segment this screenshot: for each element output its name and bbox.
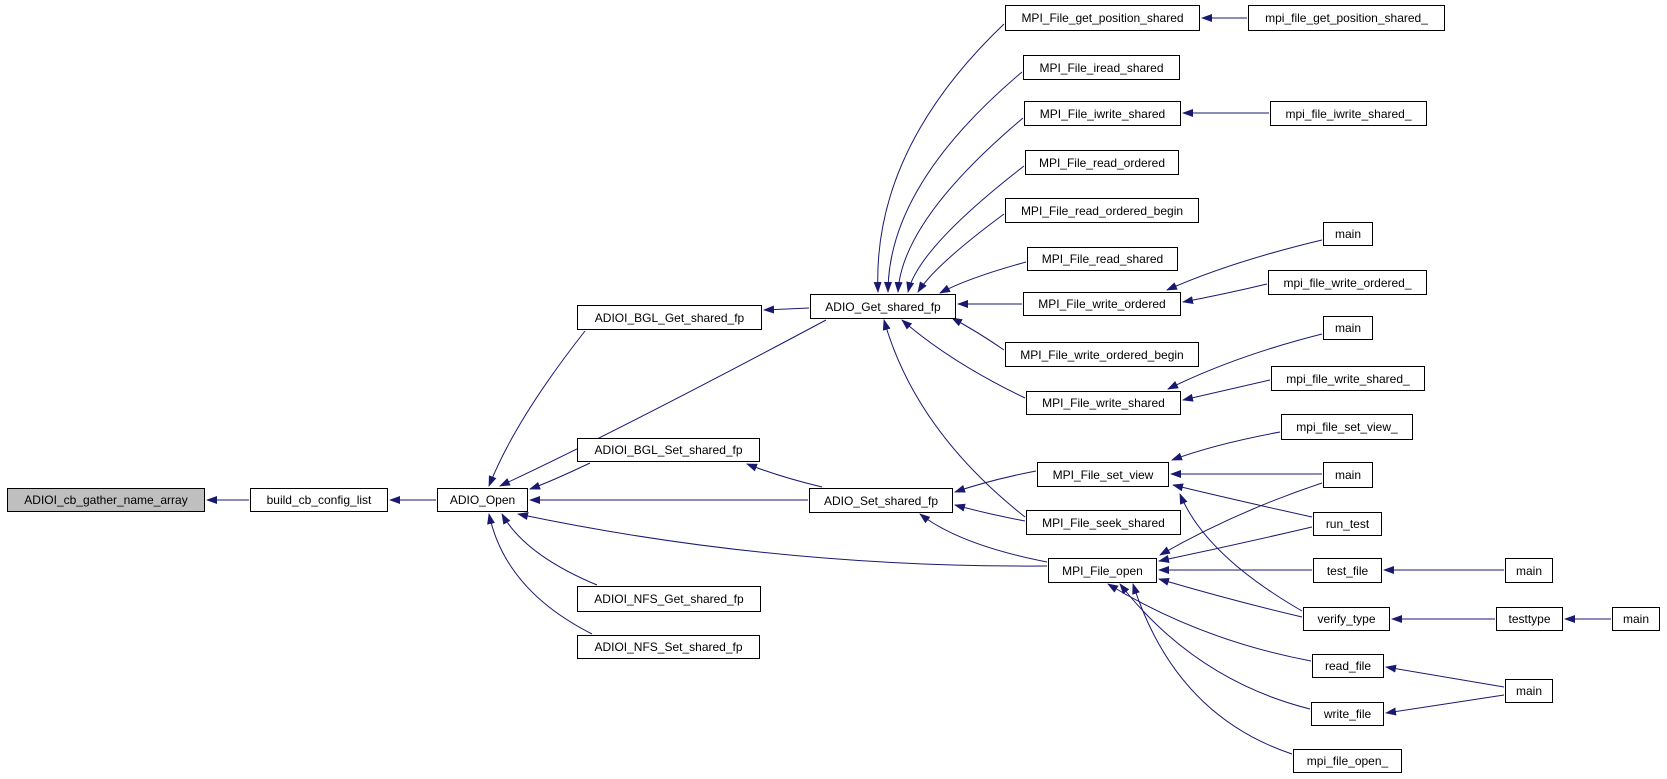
node-main[interactable]: main	[1612, 607, 1660, 631]
call-edge-n7-n3	[487, 513, 593, 635]
call-edge-n37-n38	[1385, 694, 1505, 716]
call-edge-n4-n3	[488, 330, 586, 487]
node-adioi-bgl-get-shared-fp[interactable]: ADIOI_BGL_Get_shared_fp	[577, 305, 762, 330]
node-adioi-bgl-set-shared-fp[interactable]: ADIOI_BGL_Set_shared_fp	[577, 438, 760, 462]
call-edge-n9-n5	[746, 463, 823, 488]
call-edge-n8-n3	[499, 319, 827, 487]
node-adioi-nfs-get-shared-fp[interactable]: ADIOI_NFS_Get_shared_fp	[577, 586, 761, 612]
call-edge-n33-n30	[1158, 578, 1303, 618]
call-edge-n23-n24	[1182, 379, 1271, 402]
node-testtype[interactable]: testtype	[1496, 607, 1563, 631]
call-edge-n17-n20	[1166, 239, 1323, 291]
node-mpi-file-open[interactable]: MPI_File_open	[1048, 558, 1157, 583]
call-edge-n19-n20	[1182, 283, 1268, 305]
node-mpi-file-iwrite-shared[interactable]: mpi_file_iwrite_shared_	[1270, 101, 1427, 126]
node-write-file[interactable]: write_file	[1311, 702, 1384, 726]
call-edge-n28-n8	[882, 319, 1026, 518]
node-adioi-nfs-set-shared-fp[interactable]: ADIOI_NFS_Set_shared_fp	[577, 635, 760, 659]
node-mpi-file-write-ordered[interactable]: MPI_File_write_ordered	[1023, 292, 1181, 316]
call-edge-n12-n8	[884, 71, 1023, 293]
node-adio-set-shared-fp[interactable]: ADIO_Set_shared_fp	[809, 488, 953, 513]
call-edge-n5-n3	[529, 462, 591, 490]
call-edge-n30-n9	[919, 513, 1048, 563]
call-edge-n39-n30	[1132, 583, 1293, 755]
node-mpi-file-write-shared[interactable]: mpi_file_write_shared_	[1271, 366, 1425, 391]
node-mpi-file-open[interactable]: mpi_file_open_	[1293, 749, 1402, 773]
call-edge-n26-n9	[954, 470, 1037, 493]
node-mpi-file-iread-shared[interactable]: MPI_File_iread_shared	[1023, 55, 1180, 80]
call-edge-n24-n8	[901, 319, 1026, 399]
node-mpi-file-read-ordered[interactable]: MPI_File_read_ordered	[1025, 150, 1179, 175]
node-main[interactable]: main	[1505, 679, 1553, 703]
node-test-file[interactable]: test_file	[1313, 558, 1382, 583]
call-edge-n37-n36	[1385, 664, 1505, 688]
node-mpi-file-write-shared[interactable]: MPI_File_write_shared	[1026, 391, 1181, 415]
node-mpi-file-write-ordered[interactable]: mpi_file_write_ordered_	[1268, 270, 1427, 295]
call-edge-n21-n24	[1167, 333, 1323, 390]
call-edge-n33-n26	[1179, 493, 1303, 612]
edge-group	[206, 14, 1611, 755]
call-edge-n29-n26	[1172, 483, 1313, 518]
call-edge-n25-n26	[1171, 431, 1281, 461]
call-edge-n27-n30	[1159, 482, 1323, 556]
node-run-test[interactable]: run_test	[1313, 512, 1382, 536]
call-edge-n16-n8	[917, 213, 1005, 293]
node-verify-type[interactable]: verify_type	[1303, 607, 1390, 631]
call-edge-n30-n3	[517, 512, 1048, 567]
call-edge-n22-n8	[951, 317, 1005, 351]
node-adio-open[interactable]: ADIO_Open	[437, 488, 528, 512]
node-main[interactable]: main	[1505, 558, 1553, 583]
node-mpi-file-get-position-shared[interactable]: MPI_File_get_position_shared	[1005, 5, 1200, 31]
node-mpi-file-set-view[interactable]: MPI_File_set_view	[1037, 462, 1169, 487]
node-mpi-file-write-ordered-begin[interactable]: MPI_File_write_ordered_begin	[1005, 342, 1199, 367]
node-read-file[interactable]: read_file	[1312, 654, 1384, 678]
node-adioi-cb-gather-name-array: ADIOI_cb_gather_name_array	[7, 488, 205, 512]
call-edge-n15-n8	[906, 165, 1025, 293]
node-mpi-file-set-view[interactable]: mpi_file_set_view_	[1281, 414, 1413, 440]
node-mpi-file-iwrite-shared[interactable]: MPI_File_iwrite_shared	[1024, 101, 1181, 126]
node-mpi-file-seek-shared[interactable]: MPI_File_seek_shared	[1026, 510, 1181, 535]
call-edge-n38-n30	[1119, 583, 1311, 710]
call-edge-n6-n3	[501, 513, 598, 586]
node-build-cb-config-list[interactable]: build_cb_config_list	[250, 488, 388, 512]
call-edge-n29-n30	[1158, 526, 1313, 563]
call-edge-n8-n4	[763, 305, 810, 314]
node-mpi-file-read-shared[interactable]: MPI_File_read_shared	[1027, 247, 1178, 271]
call-edge-n36-n30	[1107, 583, 1312, 662]
node-main[interactable]: main	[1323, 462, 1373, 488]
call-edge-n13-n8	[894, 117, 1024, 293]
call-edge-n28-n9	[954, 503, 1026, 522]
node-main[interactable]: main	[1323, 316, 1373, 340]
node-mpi-file-read-ordered-begin[interactable]: MPI_File_read_ordered_begin	[1005, 198, 1199, 223]
node-mpi-file-get-position-shared[interactable]: mpi_file_get_position_shared_	[1248, 5, 1445, 31]
call-edge-n10-n8	[873, 23, 1005, 293]
call-edge-n18-n8	[939, 261, 1027, 294]
node-adio-get-shared-fp[interactable]: ADIO_Get_shared_fp	[810, 294, 956, 319]
node-main[interactable]: main	[1323, 222, 1373, 246]
